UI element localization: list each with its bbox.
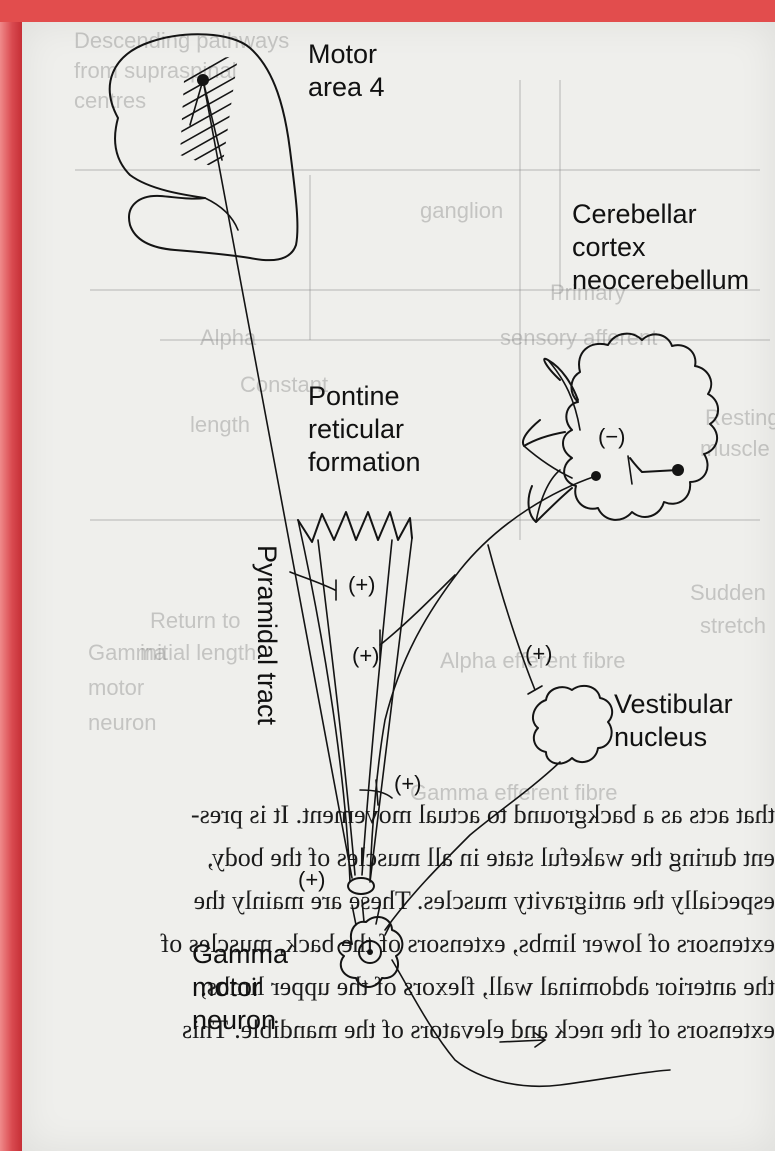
gamma-axon-arrow [500,1033,545,1047]
gamma-motor-neuron [338,900,670,1086]
motor-area-label-line: Motor [308,38,385,71]
hemisphere-outline [110,34,298,260]
cerebellum-outline [563,334,718,520]
cerebellar-label-line: cortex [572,231,749,264]
excitatory-sign-pontine-middle: (+) [352,644,380,668]
pontine-crown [298,512,412,542]
cerebellar-label-line: Cerebellar [572,198,749,231]
vestibular-outline [533,686,612,764]
pontine-reticular-formation [290,512,412,894]
cerebellar-branch-vestibular [488,545,535,690]
excitatory-sign-gamma: (+) [298,868,326,892]
excitatory-sign-pontine-lower: (+) [394,772,422,796]
pontine-label-line: reticular [308,413,421,446]
vestibular-nucleus [385,686,612,930]
inhibitory-sign-cerebellar: (−) [598,425,626,449]
pyramidal-tract-label: Pyramidal tract [268,545,288,565]
gamma-label-line: neuron [192,1004,288,1037]
cerebellar-label-line: neocerebellum [572,264,749,297]
excitatory-sign-vestibular: (+) [525,642,553,666]
hemisphere-fold [205,198,238,230]
cerebellar-efferent [370,476,596,880]
vestibular-input-terminal [528,686,542,694]
cerebellar-peduncle [523,359,578,522]
pyramidal-tract-text: Pyramidal tract [251,545,282,725]
vestibular-nucleus-label: Vestibular nucleus [614,688,733,754]
excitatory-sign-pontine-upper: (+) [348,573,376,597]
gamma-label-line: motor [192,971,288,1004]
pontine-label-line: formation [308,446,421,479]
vestibular-label-line: nucleus [614,721,733,754]
pyramidal-tract-line [203,80,352,878]
vestibular-label-line: Vestibular [614,688,733,721]
motor-area-label: Motor area 4 [308,38,385,104]
gamma-nucleus-dot [367,949,373,955]
cerebral-hemisphere [110,34,298,260]
cerebellar-cortex-label: Cerebellar cortex neocerebellum [572,198,749,297]
gamma-axon [392,960,670,1086]
inhibitory-connection [630,458,678,472]
motor-area-label-line: area 4 [308,71,385,104]
pontine-label-line: Pontine [308,380,421,413]
gamma-motor-neuron-label: Gamma motor neuron [192,938,288,1037]
pontine-label: Pontine reticular formation [308,380,421,479]
pontine-lower-terminal [376,780,378,805]
gamma-label-line: Gamma [192,938,288,971]
